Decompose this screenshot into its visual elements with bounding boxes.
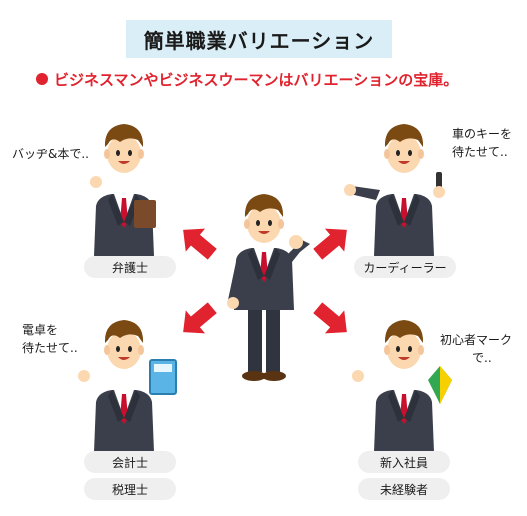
subtitle-text: ビジネスマンやビジネスウーマンはバリエーションの宝庫。 (54, 70, 459, 89)
note-new-employee-line2: で.. (472, 351, 492, 365)
note-accountant-line1: 電卓を (22, 323, 59, 337)
subtitle: ビジネスマンやビジネスウーマンはバリエーションの宝庫。 (36, 68, 516, 90)
arrow-to-new-employee (308, 296, 357, 344)
note-dealer-line1: 車のキーを (452, 127, 513, 141)
label-accountant: 会計士 (84, 451, 176, 473)
arrow-to-accountant (173, 296, 222, 344)
new-employee-figure (352, 320, 452, 452)
label-car-dealer: カーディーラー (354, 256, 456, 278)
arrow-to-dealer (308, 218, 357, 266)
bullet-icon (36, 73, 48, 85)
note-new-employee-line1: 初心者マーク (440, 333, 513, 347)
accountant-figure (78, 320, 177, 452)
lawyer-figure (90, 124, 156, 256)
arrow-to-lawyer (173, 218, 222, 266)
note-dealer-line2: 待たせて.. (452, 145, 508, 159)
page-title: 簡単職業バリエーション (126, 20, 392, 58)
car-key-icon (436, 172, 442, 188)
label-beginner: 未経験者 (358, 478, 450, 500)
note-accountant-line2: 待たせて.. (22, 341, 78, 355)
note-lawyer: バッヂ&本で.. (12, 147, 89, 161)
label-lawyer: 弁護士 (84, 256, 176, 278)
label-new-employee: 新入社員 (358, 451, 450, 473)
businessman-center (227, 194, 310, 381)
car-dealer-figure (344, 124, 445, 256)
book-icon (134, 200, 156, 228)
label-tax-accountant: 税理士 (84, 478, 176, 500)
